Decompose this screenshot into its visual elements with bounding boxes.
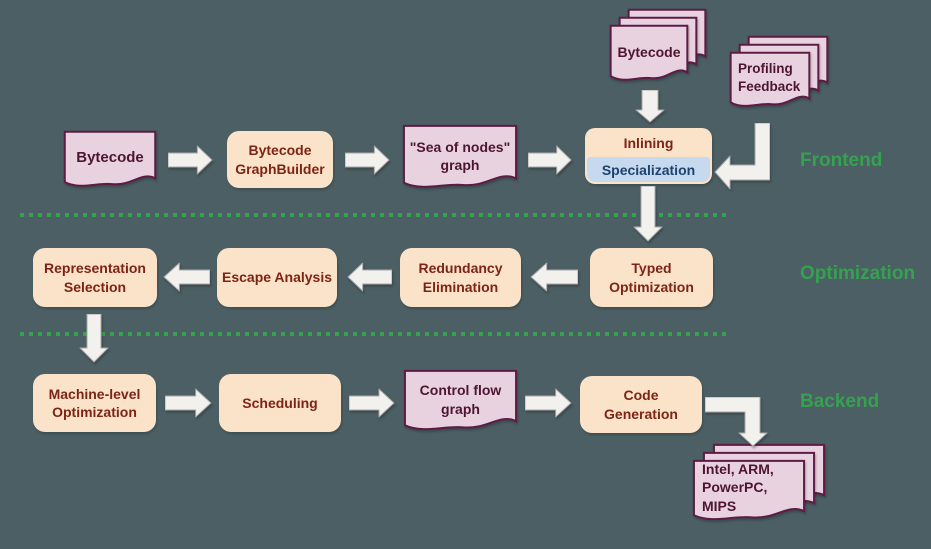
left-arrow-icon bbox=[530, 262, 578, 292]
backend-stage-label: Backend bbox=[800, 391, 880, 412]
document-shape-icon bbox=[403, 125, 517, 195]
sea-of-nodes-label: "Sea of nodes" graph bbox=[409, 138, 511, 173]
arrow-bytecodestack-to-inlining bbox=[635, 90, 665, 123]
profiling-feedback-stack: Profiling Feedback bbox=[730, 36, 828, 113]
document-shape-icon bbox=[610, 25, 688, 87]
target-architectures-stack: Intel, ARM, PowerPC, MIPS bbox=[693, 444, 825, 527]
document-shape-icon bbox=[693, 460, 805, 527]
document-shape-icon bbox=[404, 370, 517, 437]
inlining-section: Inlining bbox=[623, 134, 674, 151]
typed-optimization-box: Typed Optimization bbox=[590, 248, 713, 307]
arrow-bytecode-to-graphbuilder bbox=[168, 145, 213, 175]
representation-selection-label: Representation Selection bbox=[44, 260, 146, 295]
arrow-seaofnodes-to-inlining bbox=[528, 145, 572, 175]
left-arrow-icon bbox=[163, 262, 210, 292]
machine-level-optimization-box: Machine-level Optimization bbox=[33, 374, 156, 432]
sea-of-nodes-document: "Sea of nodes" graph bbox=[403, 125, 517, 195]
bytecode-stack-label: Bytecode bbox=[617, 43, 681, 60]
representation-selection-box: Representation Selection bbox=[33, 248, 157, 307]
control-flow-graph-label: Control flow graph bbox=[419, 382, 502, 417]
right-arrow-icon bbox=[525, 388, 572, 418]
control-flow-graph-document: Control flow graph bbox=[404, 370, 517, 437]
arrow-profiling-to-specialization bbox=[714, 123, 770, 190]
bytecode-graphbuilder-box: Bytecode GraphBuilder bbox=[227, 131, 333, 188]
right-arrow-icon bbox=[349, 388, 395, 418]
code-generation-box: Code Generation bbox=[580, 376, 702, 433]
right-arrow-icon bbox=[345, 145, 390, 175]
bytecode-document-label: Bytecode bbox=[76, 149, 144, 167]
bytecode-graphbuilder-label: Bytecode GraphBuilder bbox=[235, 142, 325, 177]
elbow-left-arrow-icon bbox=[714, 123, 770, 190]
document-shape-icon bbox=[730, 52, 810, 113]
profiling-feedback-label: Profiling Feedback bbox=[738, 60, 801, 94]
right-arrow-icon bbox=[528, 145, 572, 175]
arrow-codegen-to-targets bbox=[705, 397, 768, 447]
bytecode-stack-front-page: Bytecode bbox=[610, 25, 688, 87]
arrow-machine-to-scheduling bbox=[165, 388, 212, 418]
frontend-optimization-divider bbox=[20, 213, 730, 217]
arrow-cfg-to-codegen bbox=[525, 388, 572, 418]
target-architectures-front-page: Intel, ARM, PowerPC, MIPS bbox=[693, 460, 805, 527]
typed-optimization-label: Typed Optimization bbox=[609, 260, 694, 295]
optimization-stage-label: Optimization bbox=[800, 263, 916, 284]
arrow-scheduling-to-cfg bbox=[349, 388, 395, 418]
escape-analysis-box: Escape Analysis bbox=[217, 248, 337, 307]
arrow-escape-to-representation bbox=[163, 262, 210, 292]
escape-analysis-label: Escape Analysis bbox=[222, 269, 332, 286]
specialization-section: Specialization bbox=[587, 157, 710, 182]
right-arrow-icon bbox=[168, 145, 213, 175]
down-arrow-icon bbox=[633, 186, 663, 242]
optimization-backend-divider bbox=[20, 332, 730, 336]
target-architectures-label: Intel, ARM, PowerPC, MIPS bbox=[702, 461, 774, 514]
bytecode-stack: Bytecode bbox=[610, 9, 706, 87]
machine-level-optimization-label: Machine-level Optimization bbox=[48, 385, 141, 420]
code-generation-label: Code Generation bbox=[604, 387, 678, 422]
bytecode-document: Bytecode bbox=[64, 131, 156, 193]
profiling-feedback-front-page: Profiling Feedback bbox=[730, 52, 810, 113]
arrow-redundancy-to-escape bbox=[347, 262, 392, 292]
down-arrow-icon bbox=[79, 314, 109, 363]
document-shape-icon bbox=[64, 131, 156, 193]
left-arrow-icon bbox=[347, 262, 392, 292]
down-arrow-icon bbox=[635, 90, 665, 123]
scheduling-label: Scheduling bbox=[242, 394, 318, 411]
arrow-specialization-to-typed bbox=[633, 186, 663, 242]
redundancy-elimination-label: Redundancy Elimination bbox=[418, 260, 503, 295]
elbow-down-arrow-icon bbox=[705, 397, 768, 447]
right-arrow-icon bbox=[165, 388, 212, 418]
arrow-typed-to-redundancy bbox=[530, 262, 578, 292]
inlining-specialization-box: Inlining Specialization bbox=[585, 128, 712, 184]
scheduling-box: Scheduling bbox=[219, 374, 341, 432]
arrow-graphbuilder-to-seaofnodes bbox=[345, 145, 390, 175]
arrow-representation-to-machine bbox=[79, 314, 109, 363]
redundancy-elimination-box: Redundancy Elimination bbox=[400, 248, 521, 307]
frontend-stage-label: Frontend bbox=[800, 150, 883, 171]
